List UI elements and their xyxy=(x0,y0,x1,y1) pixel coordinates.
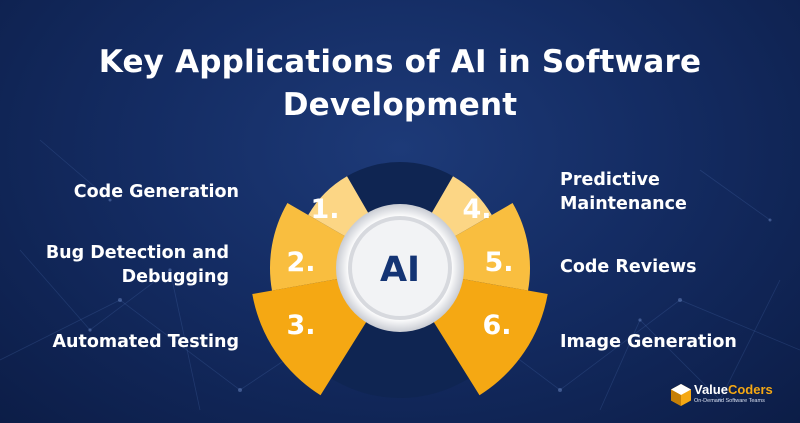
segment-6-number: 6. xyxy=(482,310,511,341)
segment-2 xyxy=(270,203,349,291)
item-3-label: Automated Testing xyxy=(52,332,239,352)
item-6-label: Image Generation xyxy=(560,332,737,352)
wheel-gap-top xyxy=(347,162,453,217)
center-disc xyxy=(352,220,448,316)
wheel-gap-bottom xyxy=(331,318,469,398)
item-4-label: Predictive Maintenance xyxy=(560,170,687,214)
segment-4 xyxy=(430,176,492,238)
logo-cube-icon xyxy=(671,384,691,406)
segment-1 xyxy=(308,176,370,238)
segment-4-number: 4. xyxy=(462,194,491,225)
item-2-label: Bug Detection and Debugging xyxy=(45,243,229,287)
segment-3-number: 3. xyxy=(286,310,315,341)
item-5-label: Code Reviews xyxy=(560,257,697,277)
valuecoders-logo: ValueCoders On-Demand Software Teams xyxy=(670,381,790,411)
page-title-line-1: Key Applications of AI in Software xyxy=(98,44,702,80)
center-ai-label: AI xyxy=(380,250,420,290)
segment-3 xyxy=(252,278,369,396)
page-title-line-2: Development xyxy=(282,87,518,123)
segment-1-number: 1. xyxy=(310,194,339,225)
logo-tagline: On-Demand Software Teams xyxy=(694,398,765,404)
logo-name: ValueCoders xyxy=(694,382,773,397)
segment-5 xyxy=(451,203,531,291)
segment-6 xyxy=(431,278,548,396)
segment-2-number: 2. xyxy=(286,247,315,278)
segment-5-number: 5. xyxy=(484,247,513,278)
item-1-label: Code Generation xyxy=(73,182,239,202)
